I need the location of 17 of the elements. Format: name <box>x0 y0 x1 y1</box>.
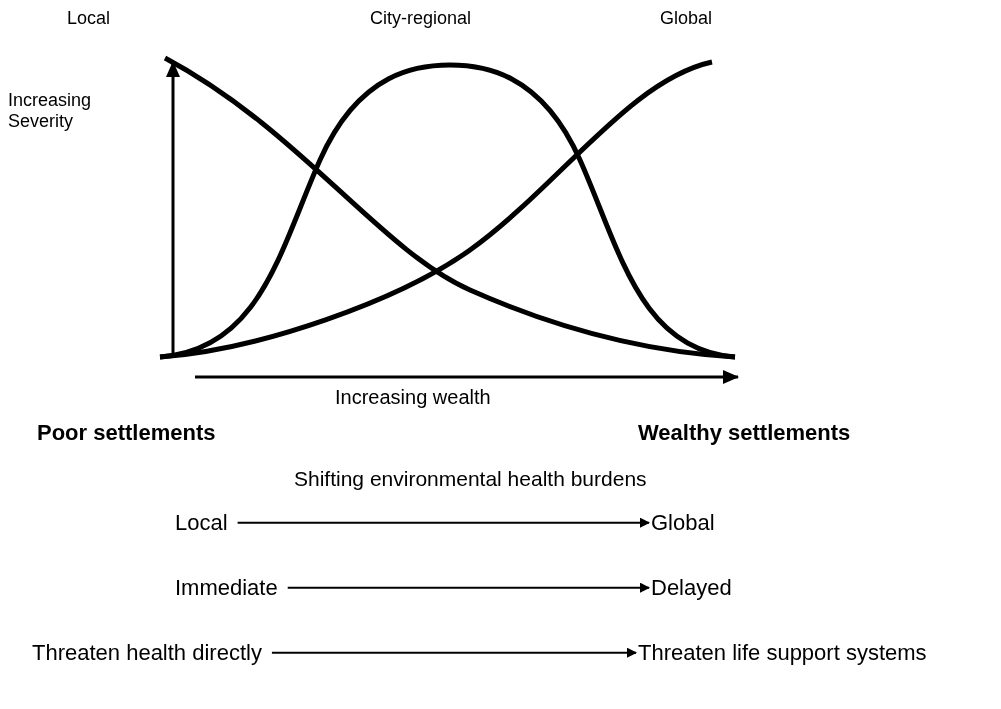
term-label: Delayed <box>651 575 732 601</box>
arrow <box>270 647 637 658</box>
curve-label: Local <box>67 8 111 29</box>
axis-label: Increasing wealth <box>335 386 491 409</box>
curve-label: City-regional <box>370 8 472 29</box>
heading: Shifting environmental health burdens <box>294 467 647 492</box>
term-label: Threaten health directly <box>32 640 262 666</box>
term-label: Local <box>175 510 228 536</box>
term-label: Threaten life support systems <box>638 640 927 666</box>
term-label: Global <box>651 510 715 536</box>
curve-label: Global <box>660 8 713 29</box>
arrow <box>286 582 650 593</box>
end-label: Wealthy settlements <box>638 420 851 446</box>
axis-label: Increasing Severity <box>8 90 93 132</box>
arrow <box>236 517 650 528</box>
term-label: Immediate <box>175 575 278 601</box>
end-label: Poor settlements <box>37 420 216 446</box>
